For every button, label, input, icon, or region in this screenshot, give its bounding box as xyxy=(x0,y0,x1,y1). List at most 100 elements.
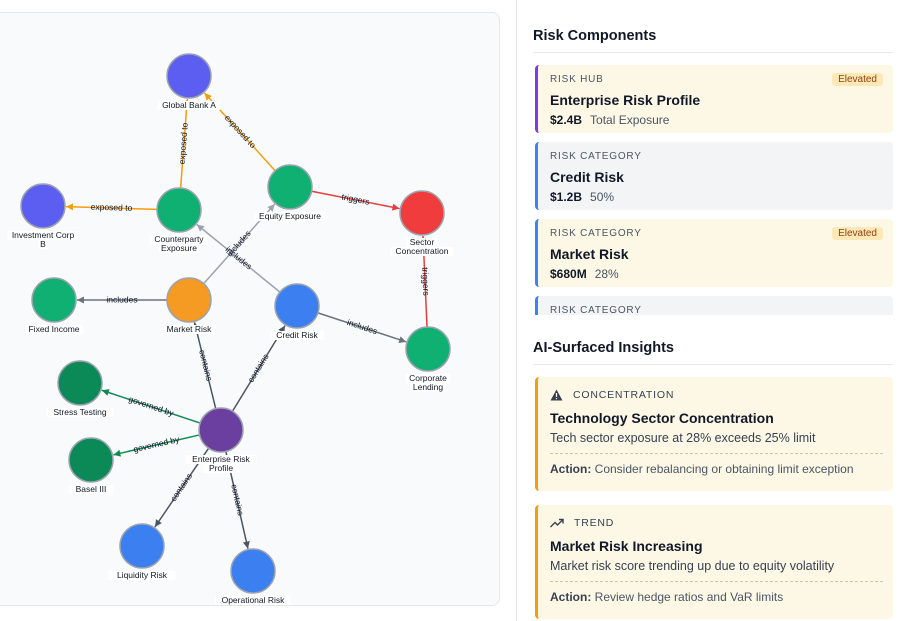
graph-edge xyxy=(317,312,407,343)
card-value: $2.4B xyxy=(550,113,583,127)
card-name: Credit Risk xyxy=(550,169,624,185)
card-detail: 50% xyxy=(590,190,615,204)
edge-label: governed by xyxy=(132,434,181,454)
node-label-bg xyxy=(390,247,454,256)
edge-arrowhead xyxy=(242,540,250,549)
card-detail: 28% xyxy=(594,267,619,281)
node-circle[interactable] xyxy=(57,360,103,406)
graph-node-liquidity[interactable]: Liquidity Risk xyxy=(108,523,176,580)
graph-node-basel[interactable]: Basel III xyxy=(68,437,114,494)
card-kind: RISK CATEGORY xyxy=(550,151,642,162)
node-label: Corporate xyxy=(409,373,447,383)
status-badge: Elevated xyxy=(832,227,883,240)
graph-edge xyxy=(193,322,217,409)
node-circle[interactable] xyxy=(31,277,77,323)
graph-edge xyxy=(179,98,189,189)
node-circle[interactable] xyxy=(399,190,445,236)
edge-label: exposed to xyxy=(91,202,133,213)
node-label: Liquidity Risk xyxy=(117,570,168,580)
node-label: B xyxy=(40,239,46,249)
insight-card[interactable]: TREND Market Risk Increasing Market risk… xyxy=(535,505,893,619)
insight-title: Technology Sector Concentration xyxy=(550,410,774,426)
node-label-bg xyxy=(185,455,257,464)
edge-arrowhead xyxy=(204,93,212,101)
component-card[interactable]: RISK CATEGORY Credit Risk $1.2B 50% xyxy=(535,142,893,210)
insight-card[interactable]: CONCENTRATION Technology Sector Concentr… xyxy=(535,377,893,491)
node-label: Stress Testing xyxy=(53,407,107,417)
node-label: Global Bank A xyxy=(162,100,216,110)
node-label: Basel III xyxy=(76,484,107,494)
card-value: $1.2B xyxy=(550,190,583,204)
edge-arrowhead xyxy=(196,224,205,232)
risk-components-list[interactable]: RISK HUB Elevated Enterprise Risk Profil… xyxy=(535,65,893,315)
graph-node-fixed-income[interactable]: Fixed Income xyxy=(25,277,83,334)
status-badge: Elevated xyxy=(832,73,883,86)
node-circle[interactable] xyxy=(20,183,66,229)
edge-label: triggers xyxy=(420,267,431,296)
node-label-bg xyxy=(157,101,221,110)
node-label: Concentration xyxy=(396,246,449,256)
graph-node-credit-risk[interactable]: Credit Risk xyxy=(270,283,324,340)
edge-label: contains xyxy=(197,349,214,382)
node-circle[interactable] xyxy=(166,277,212,323)
node-label-bg xyxy=(162,325,216,334)
graph-node-operational[interactable]: Operational Risk xyxy=(215,548,291,605)
insights-section: AI-Surfaced Insights xyxy=(533,340,893,365)
insight-description: Market risk score trending up due to equ… xyxy=(550,559,835,573)
node-circle[interactable] xyxy=(119,523,165,569)
node-circle[interactable] xyxy=(267,164,313,210)
card-meta: $2.4B Total Exposure xyxy=(550,113,893,127)
graph-node-equity[interactable]: Equity Exposure xyxy=(254,164,326,221)
edge-label: exposed to xyxy=(223,113,259,151)
panel-divider xyxy=(516,0,517,621)
insight-title: Market Risk Increasing xyxy=(550,538,703,554)
action-label: Action: xyxy=(550,590,592,604)
edge-label: triggers xyxy=(341,192,371,207)
node-circle[interactable] xyxy=(274,283,320,329)
insights-title: AI-Surfaced Insights xyxy=(533,340,893,365)
node-label-bg xyxy=(406,238,438,247)
node-circle[interactable] xyxy=(68,437,114,483)
card-name: Enterprise Risk Profile xyxy=(550,92,701,108)
graph-node-market-risk[interactable]: Market Risk xyxy=(162,277,216,334)
graph-edge xyxy=(113,434,200,456)
node-circle[interactable] xyxy=(198,407,244,453)
graph-edge xyxy=(65,205,158,211)
edge-label: exposed to xyxy=(177,122,190,164)
node-label: Market Risk xyxy=(167,324,213,334)
node-label-bg xyxy=(159,244,199,253)
insight-action: Action: Review hedge ratios and VaR limi… xyxy=(550,581,883,604)
insight-header: CONCENTRATION xyxy=(550,389,883,401)
node-label-bg xyxy=(254,212,326,221)
node-circle[interactable] xyxy=(230,548,276,594)
edge-arrowhead xyxy=(154,519,162,527)
graph-node-global-bank[interactable]: Global Bank A xyxy=(157,53,221,110)
node-label-bg xyxy=(7,231,79,240)
node-label: Exposure xyxy=(161,243,197,253)
edge-label: contains xyxy=(168,471,194,503)
insight-type: CONCENTRATION xyxy=(573,389,675,401)
node-label-bg xyxy=(270,331,324,340)
component-card[interactable]: RISK HUB Elevated Enterprise Risk Profil… xyxy=(535,65,893,133)
card-kind: RISK CATEGORY xyxy=(550,228,642,239)
risk-network-graph[interactable]: exposed to exposed to exposed to triggers tr… xyxy=(1,12,500,606)
graph-node-stress[interactable]: Stress Testing xyxy=(46,360,114,417)
node-circle[interactable] xyxy=(405,326,451,372)
card-detail: Total Exposure xyxy=(590,113,670,127)
node-circle[interactable] xyxy=(156,187,202,233)
risk-components-title: Risk Components xyxy=(533,28,893,53)
action-text: Review hedge ratios and VaR limits xyxy=(594,590,784,604)
component-card[interactable]: RISK CATEGORY Elevated Market Risk $680M… xyxy=(535,219,893,287)
risk-graph-panel[interactable]: exposed to exposed to exposed to triggers tr… xyxy=(0,12,500,606)
card-value: $680M xyxy=(550,267,587,281)
node-circle[interactable] xyxy=(166,53,212,99)
risk-components-section: Risk Components xyxy=(533,28,893,53)
node-label: Enterprise Risk xyxy=(192,454,250,464)
component-card[interactable]: RISK CATEGORY xyxy=(535,296,893,315)
node-label: Operational Risk xyxy=(222,595,286,605)
